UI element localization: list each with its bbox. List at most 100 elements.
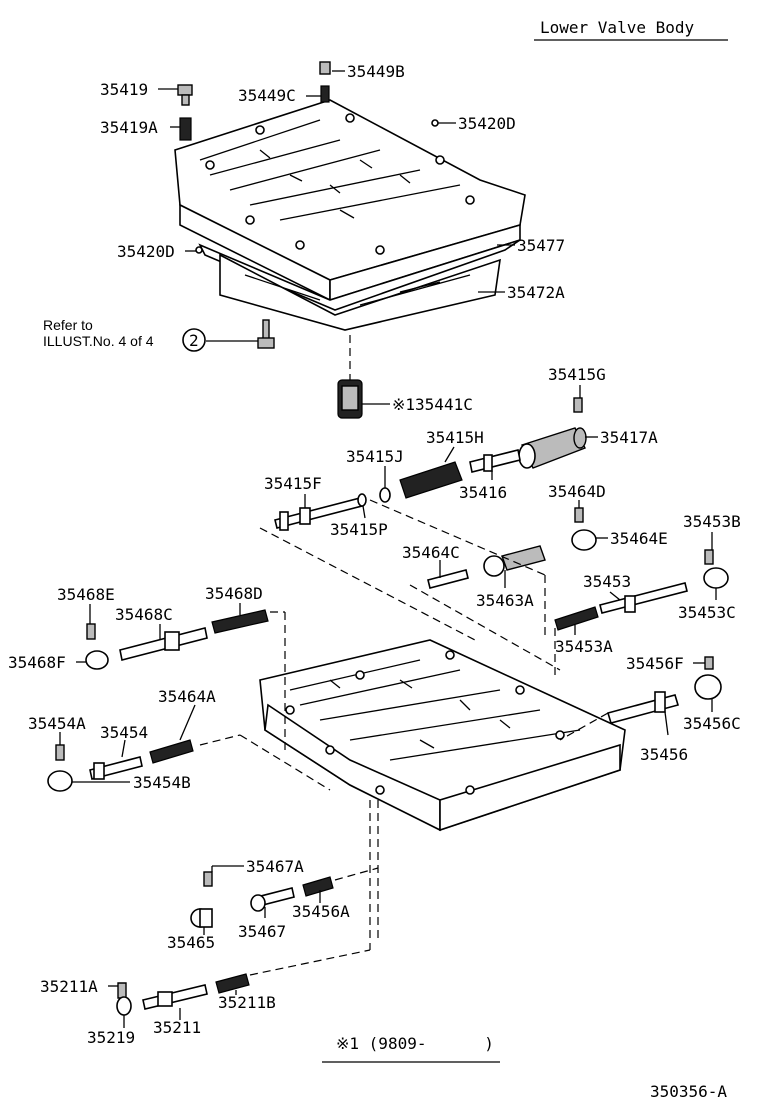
- diagram-id: 350356-A: [650, 1082, 727, 1101]
- label-35420D-a: 35420D: [458, 114, 516, 133]
- label-35211B: 35211B: [218, 993, 276, 1012]
- ball-35420D-b: [195, 246, 203, 254]
- lower-valve-body: [259, 639, 626, 832]
- footnote: ※1 (9809- ): [336, 1034, 494, 1053]
- refer-circle: [182, 328, 206, 352]
- part-labels: 35419 35449B 35449C 35419A 35420D 35420D…: [8, 62, 741, 1047]
- plug-35454B: [47, 770, 73, 792]
- valve-35467: [250, 887, 295, 912]
- valve-35463A: [483, 545, 546, 577]
- label-35449B: 35449B: [347, 62, 405, 81]
- clip-35415P: [357, 493, 367, 507]
- label-35453: 35453: [583, 572, 631, 591]
- label-35454: 35454: [100, 723, 148, 742]
- label-35453A: 35453A: [555, 637, 613, 656]
- label-35415P: 35415P: [330, 520, 388, 539]
- label-35477: 35477: [517, 236, 565, 255]
- part-35454A: [55, 744, 65, 761]
- label-35419: 35419: [100, 80, 148, 99]
- part-35468E: [86, 623, 96, 640]
- spring-35449C: [320, 85, 330, 103]
- label-35219: 35219: [87, 1028, 135, 1047]
- bolt: [257, 319, 275, 349]
- plug-35453C: [703, 567, 729, 589]
- label-35415G: 35415G: [548, 365, 606, 384]
- part-35456F: [704, 656, 714, 670]
- alignment-dashes: [199, 335, 609, 976]
- valve-body-plate-35477: [198, 239, 521, 311]
- label-35415H: 35415H: [426, 428, 484, 447]
- refer-circle-number: 2: [189, 331, 199, 350]
- label-35454A: 35454A: [28, 714, 86, 733]
- part-35449B: [319, 61, 331, 75]
- label-35465: 35465: [167, 933, 215, 952]
- label-35464E: 35464E: [610, 529, 668, 548]
- label-35417A: 35417A: [600, 428, 658, 447]
- label-135441C: ※135441C: [392, 395, 473, 414]
- plug-35456C: [694, 674, 722, 700]
- valve-35416: [469, 449, 521, 473]
- plug-35465: [190, 908, 213, 928]
- upper-valve-body: [174, 99, 526, 302]
- label-35420D-b: 35420D: [117, 242, 175, 261]
- valve-35453: [599, 582, 688, 614]
- label-35419A: 35419A: [100, 118, 158, 137]
- label-35463A: 35463A: [476, 591, 534, 610]
- label-35456F: 35456F: [626, 654, 684, 673]
- label-35468C: 35468C: [115, 605, 173, 624]
- part-35419: [177, 84, 193, 106]
- label-35211: 35211: [153, 1018, 201, 1037]
- valve-35456: [606, 691, 680, 724]
- label-35464D: 35464D: [548, 482, 606, 501]
- plug-35468F: [85, 650, 109, 670]
- spring-35468D: [211, 609, 269, 634]
- part-35453B: [704, 549, 714, 565]
- part-35219: [116, 996, 132, 1016]
- spring-35211B: [215, 973, 250, 994]
- valve-35454: [89, 756, 143, 780]
- label-35456A: 35456A: [292, 902, 350, 921]
- label-35468E: 35468E: [57, 585, 115, 604]
- valve-35464C: [427, 569, 469, 589]
- part-35415G: [573, 397, 583, 413]
- label-35453C: 35453C: [678, 603, 736, 622]
- spring-35419A: [179, 117, 192, 141]
- valve-35468C: [119, 627, 208, 661]
- label-35415J: 35415J: [346, 447, 404, 466]
- label-35211A: 35211A: [40, 977, 98, 996]
- label-35468F: 35468F: [8, 653, 66, 672]
- leader-lines: [59, 70, 717, 1028]
- label-35464C: 35464C: [402, 543, 460, 562]
- plug-35464E: [571, 529, 597, 551]
- sleeve-35417A: [518, 427, 587, 469]
- label-35468D: 35468D: [205, 584, 263, 603]
- label-35467A: 35467A: [246, 857, 304, 876]
- label-35453B: 35453B: [683, 512, 741, 531]
- spring-35464A: [149, 739, 194, 764]
- label-35449C: 35449C: [238, 86, 296, 105]
- spring-35453A: [554, 606, 599, 631]
- refer-line-2: ILLUST.No. 4 of 4: [43, 333, 154, 349]
- diagram-title: Lower Valve Body: [540, 18, 694, 37]
- filter-135441C: [337, 379, 363, 419]
- label-35454B: 35454B: [133, 773, 191, 792]
- label-35416: 35416: [459, 483, 507, 502]
- washer-35415J: [379, 487, 391, 503]
- spring-35415H: [399, 461, 463, 499]
- part-35464D: [574, 507, 584, 523]
- label-35456C: 35456C: [683, 714, 741, 733]
- valve-35211: [142, 984, 208, 1010]
- label-35467: 35467: [238, 922, 286, 941]
- part-35467A: [203, 871, 213, 887]
- label-35456: 35456: [640, 745, 688, 764]
- label-35464A: 35464A: [158, 687, 216, 706]
- refer-line-1: Refer to: [43, 317, 93, 333]
- label-35472A: 35472A: [507, 283, 565, 302]
- gasket-35472A: [219, 253, 501, 331]
- label-35415F: 35415F: [264, 474, 322, 493]
- spring-35456A: [302, 876, 334, 897]
- ball-35420D-a: [431, 119, 439, 127]
- part-35211A: [117, 982, 127, 999]
